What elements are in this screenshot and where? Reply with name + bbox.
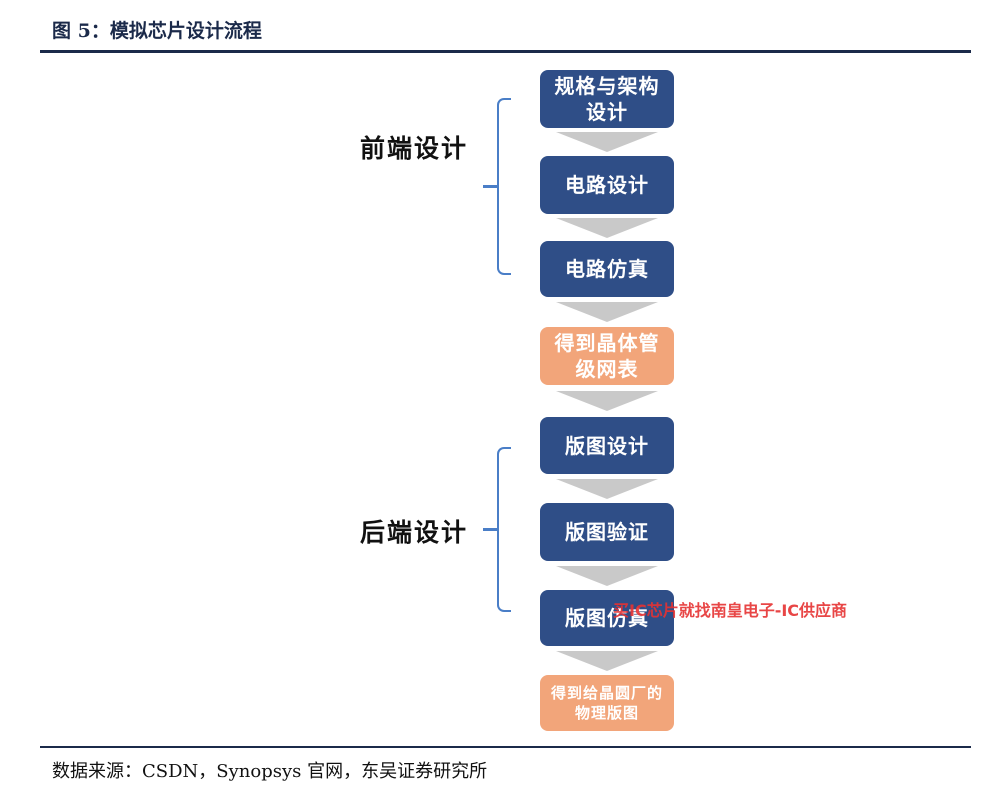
step-circuit-simulation: 电路仿真 [540, 241, 674, 297]
step-layout-verification: 版图验证 [540, 503, 674, 561]
bottom-rule [40, 746, 971, 748]
step-circuit-design: 电路设计 [540, 156, 674, 214]
watermark-text: 买IC芯片就找南皇电子-IC供应商 [613, 601, 848, 620]
back-end-bracket [497, 447, 511, 612]
flow-arrow [556, 132, 658, 152]
top-rule [40, 50, 971, 53]
figure-title: 图 5：模拟芯片设计流程 [52, 20, 262, 42]
flow-arrow [556, 479, 658, 499]
back-end-label: 后端设计 [360, 518, 469, 547]
flow-arrow [556, 566, 658, 586]
step-spec-architecture-design: 规格与架构设计 [540, 70, 674, 128]
front-end-bracket [497, 98, 511, 275]
source-note: 数据来源：CSDN，Synopsys 官网，东吴证券研究所 [52, 761, 488, 782]
back-end-bracket-tick [483, 528, 499, 531]
flow-arrow [556, 302, 658, 322]
step-layout-simulation: 版图仿真 [540, 590, 674, 646]
flow-arrow [556, 391, 658, 411]
front-end-bracket-tick [483, 185, 499, 188]
step-physical-layout-for-fab: 得到给晶圆厂的物理版图 [540, 675, 674, 731]
step-transistor-netlist: 得到晶体管级网表 [540, 327, 674, 385]
step-layout-design: 版图设计 [540, 417, 674, 474]
flow-arrow [556, 651, 658, 671]
flow-arrow [556, 218, 658, 238]
front-end-label: 前端设计 [360, 134, 469, 163]
